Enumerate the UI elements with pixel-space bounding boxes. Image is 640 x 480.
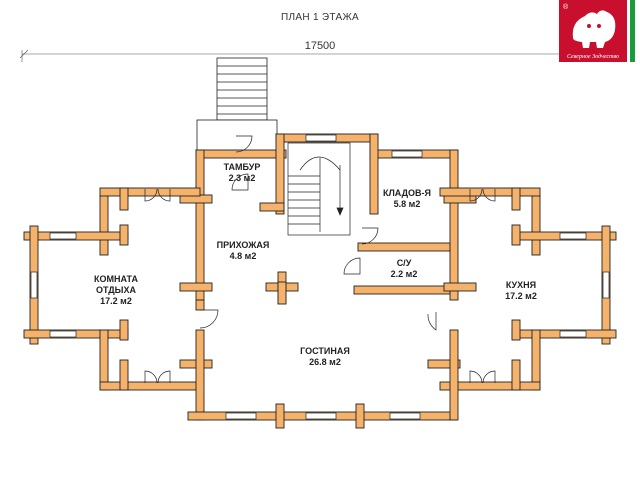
room-name: КУХНЯ (505, 280, 537, 290)
doors (144, 135, 496, 384)
room-name: ТАМБУР (223, 162, 261, 172)
company-logo: ® Северное Зодчество (559, 0, 637, 62)
bear-icon (572, 10, 616, 48)
room-area: 17.2 м2 (505, 291, 537, 301)
room-tambur: ТАМБУР 2.3 м2 (224, 162, 261, 184)
room-gostinaya: ГОСТИНАЯ 26.8 м2 (300, 346, 350, 368)
inner-stair (287, 142, 351, 236)
room-name: КОМНАТА (94, 274, 138, 284)
room-name: С/У (396, 258, 412, 268)
room-area: 5.8 м2 (393, 199, 421, 209)
room-prihozhaya: ПРИХОЖАЯ 4.8 м2 (217, 240, 270, 262)
dimension-line (19, 49, 615, 62)
registered-mark: ® (563, 3, 569, 11)
room-kladovaya: КЛАДОВ-Я 5.8 м2 (383, 188, 431, 210)
room-su: С/У 2.2 м2 (391, 258, 418, 280)
room-name-line2: ОТДЫХА (95, 285, 136, 295)
room-name: ГОСТИНАЯ (300, 346, 350, 356)
room-area: 2.3 м2 (228, 173, 256, 183)
windows (30, 134, 610, 420)
porch-stairs (196, 57, 278, 155)
room-area: 17.2 м2 (100, 296, 132, 306)
room-komnata-otdyha: КОМНАТА ОТДЫХА 17.2 м2 (94, 274, 138, 307)
room-name: ПРИХОЖАЯ (216, 240, 270, 250)
room-area: 4.8 м2 (229, 251, 257, 261)
overall-dimension: 17500 (304, 40, 336, 52)
room-area: 26.8 м2 (309, 357, 341, 367)
plan-title: ПЛАН 1 ЭТАЖА (281, 12, 359, 23)
room-area: 2.2 м2 (390, 269, 418, 279)
logo-text: Северное Зодчество (567, 53, 619, 60)
room-name: КЛАДОВ-Я (382, 188, 432, 198)
room-kuhnya: КУХНЯ 17.2 м2 (505, 280, 537, 302)
